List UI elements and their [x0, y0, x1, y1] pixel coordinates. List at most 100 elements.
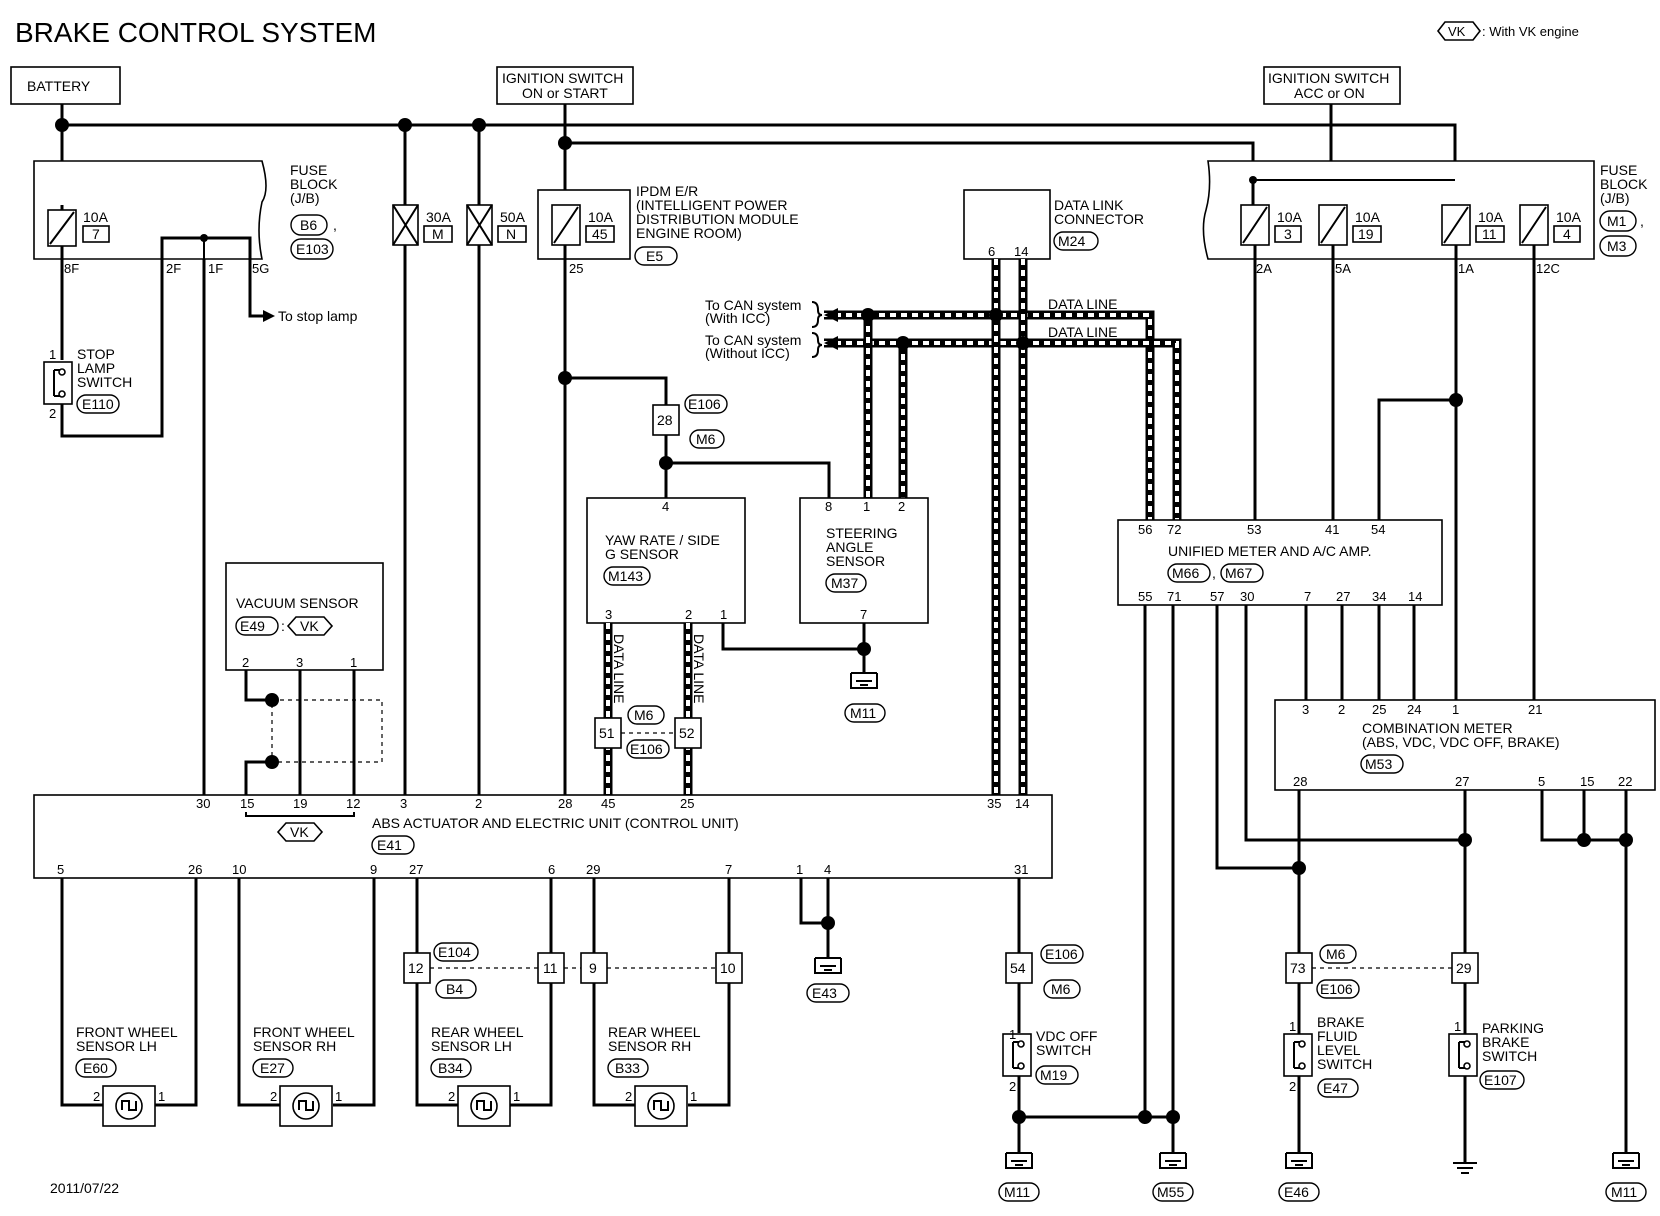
svg-text:ON or START: ON or START	[522, 85, 608, 101]
svg-text:ENGINE ROOM): ENGINE ROOM)	[636, 225, 742, 241]
ignition-switch-acc: IGNITION SWITCH ACC or ON	[1263, 66, 1401, 105]
svg-text:11: 11	[543, 960, 558, 976]
svg-text:7: 7	[92, 226, 100, 242]
svg-text:E106: E106	[1045, 946, 1078, 962]
svg-text:2: 2	[49, 406, 56, 421]
svg-text:22: 22	[1618, 774, 1632, 789]
joint-connectors-rear: 12 11 9 10 E104 B4	[403, 942, 743, 999]
abs-actuator: 30 15 19 12 3 2 28 45 25 35 14 VK ABS AC…	[33, 794, 1053, 879]
svg-text:IGNITION SWITCH: IGNITION SWITCH	[502, 70, 623, 86]
svg-text:FRONT WHEEL: FRONT WHEEL	[76, 1024, 178, 1040]
svg-text:7: 7	[725, 862, 732, 877]
svg-text:73: 73	[1290, 960, 1306, 976]
svg-text:E46: E46	[1284, 1184, 1309, 1200]
svg-text:M11: M11	[850, 705, 876, 721]
svg-text:2: 2	[898, 499, 905, 514]
svg-text:REAR WHEEL: REAR WHEEL	[608, 1024, 701, 1040]
svg-text:14: 14	[1408, 589, 1422, 604]
svg-text:2: 2	[93, 1089, 100, 1104]
svg-text:SENSOR: SENSOR	[826, 553, 885, 569]
vk-legend: VK : With VK engine	[1436, 21, 1579, 41]
svg-text:52: 52	[679, 725, 695, 741]
svg-text:(Without ICC): (Without ICC)	[705, 345, 790, 361]
svg-text:E47: E47	[1323, 1080, 1348, 1096]
svg-text:2: 2	[270, 1089, 277, 1104]
svg-text:27: 27	[1455, 774, 1469, 789]
legend-text: : With VK engine	[1482, 24, 1579, 39]
svg-text:3: 3	[1302, 702, 1309, 717]
joint-connectors-73-29: 73 29 M6 E106	[1285, 944, 1479, 999]
svg-text:M19: M19	[1040, 1067, 1067, 1083]
svg-text:BRAKE: BRAKE	[1482, 1034, 1529, 1050]
svg-text:BRAKE: BRAKE	[1317, 1014, 1364, 1030]
svg-text:M6: M6	[1326, 946, 1346, 962]
svg-text:15: 15	[240, 796, 254, 811]
svg-text:M37: M37	[831, 575, 858, 591]
data-link-connector: 6 14 DATA LINK CONNECTOR M24	[963, 189, 1144, 260]
svg-text:E106: E106	[1320, 981, 1353, 997]
svg-text:72: 72	[1167, 522, 1181, 537]
svg-text:E104: E104	[438, 944, 471, 960]
svg-text:2: 2	[1289, 1079, 1296, 1094]
ground-m11-b: M11	[998, 1152, 1040, 1202]
svg-text:E27: E27	[260, 1060, 285, 1076]
svg-text:B4: B4	[446, 981, 463, 997]
svg-text:E43: E43	[812, 985, 837, 1001]
svg-text:28: 28	[1293, 774, 1307, 789]
svg-text:ANGLE: ANGLE	[826, 539, 873, 555]
svg-text:SWITCH: SWITCH	[77, 374, 132, 390]
svg-text:4: 4	[662, 499, 669, 514]
svg-text:34: 34	[1372, 589, 1386, 604]
svg-text:M1: M1	[1607, 213, 1627, 229]
stop-lamp-switch: 1 2 STOP LAMP SWITCH E110	[43, 259, 132, 421]
svg-text:56: 56	[1138, 522, 1152, 537]
svg-text:14: 14	[1015, 796, 1029, 811]
svg-text:2: 2	[242, 655, 249, 670]
svg-text:41: 41	[1325, 522, 1339, 537]
svg-text:4: 4	[1563, 226, 1571, 242]
battery: BATTERY	[10, 66, 121, 105]
svg-text:28: 28	[558, 796, 572, 811]
svg-text:LAMP: LAMP	[77, 360, 115, 376]
legend-code: VK	[1448, 24, 1466, 39]
svg-text:YAW RATE / SIDE: YAW RATE / SIDE	[605, 532, 720, 548]
svg-text:24: 24	[1407, 702, 1421, 717]
ground-symbol-parking	[1453, 1162, 1477, 1174]
svg-text:DATA LINE: DATA LINE	[1048, 296, 1118, 312]
svg-text:IPDM E/R: IPDM E/R	[636, 183, 698, 199]
svg-text:12: 12	[408, 960, 424, 976]
svg-text:71: 71	[1167, 589, 1181, 604]
svg-text:E110: E110	[82, 396, 114, 412]
svg-text:FLUID: FLUID	[1317, 1028, 1357, 1044]
svg-text:1: 1	[796, 862, 803, 877]
svg-text:BLOCK: BLOCK	[290, 176, 338, 192]
svg-text:28: 28	[657, 412, 673, 428]
svg-text:3: 3	[605, 607, 612, 622]
battery-label: BATTERY	[27, 78, 91, 94]
svg-text:10A: 10A	[1355, 209, 1381, 225]
front-wheel-sensor-rh: FRONT WHEEL SENSOR RH E27 2 1	[252, 1024, 355, 1127]
svg-text:5: 5	[57, 862, 64, 877]
to-stop-lamp: To stop lamp	[278, 308, 358, 324]
svg-text:27: 27	[1336, 589, 1350, 604]
svg-text:(J/B): (J/B)	[290, 190, 320, 206]
svg-text:53: 53	[1247, 522, 1261, 537]
svg-text:IGNITION SWITCH: IGNITION SWITCH	[1268, 70, 1389, 86]
svg-text:VACUUM SENSOR: VACUUM SENSOR	[236, 595, 359, 611]
svg-text:10A: 10A	[588, 209, 614, 225]
svg-text:VK: VK	[300, 618, 319, 634]
combination-meter: 3 2 25 24 1 21 COMBINATION METER (ABS, V…	[1274, 699, 1656, 791]
svg-text:1: 1	[863, 499, 870, 514]
svg-text:UNIFIED METER AND A/C AMP.: UNIFIED METER AND A/C AMP.	[1168, 543, 1372, 559]
svg-text:DATA LINE: DATA LINE	[611, 634, 627, 704]
svg-text:54: 54	[1371, 522, 1385, 537]
svg-text:M6: M6	[1051, 981, 1071, 997]
svg-text:B34: B34	[438, 1060, 463, 1076]
joint-connector-51-52: 51 52 M6 E106	[594, 705, 702, 759]
fuse-block-right: 10A 3 10A 19 10A 11 10A 4 FUSE BLOCK (J/…	[1202, 160, 1648, 276]
svg-text:8: 8	[825, 499, 832, 514]
svg-text:7: 7	[860, 607, 867, 622]
svg-text:10: 10	[232, 862, 246, 877]
svg-text:25: 25	[1372, 702, 1386, 717]
